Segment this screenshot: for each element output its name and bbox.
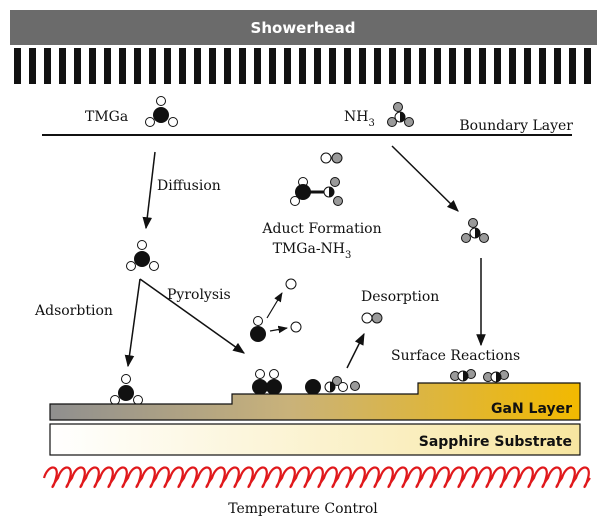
showerhead-nozzle bbox=[164, 48, 171, 84]
showerhead-nozzle bbox=[584, 48, 591, 84]
desorption-arrow bbox=[346, 332, 365, 369]
showerhead-nozzle bbox=[524, 48, 531, 84]
nh3-label-sub: 3 bbox=[368, 118, 374, 129]
gan-layer-label: GaN Layer bbox=[491, 401, 572, 417]
nh3-label: NH3 bbox=[344, 109, 375, 129]
showerhead-nozzle bbox=[554, 48, 561, 84]
showerhead-nozzle bbox=[119, 48, 126, 84]
heater-coil-icon bbox=[42, 466, 591, 489]
showerhead-nozzle bbox=[314, 48, 321, 84]
showerhead-nozzle bbox=[344, 48, 351, 84]
showerhead-nozzle bbox=[74, 48, 81, 84]
boundary-layer-label: Boundary Layer bbox=[459, 118, 573, 134]
pyrolysis-molecule-icon bbox=[250, 316, 266, 342]
adduct-label-line2-main: TMGa-NH bbox=[273, 241, 345, 257]
diffusion-arrow bbox=[142, 151, 156, 230]
showerhead-nozzle bbox=[194, 48, 201, 84]
tmga-label: TMGa bbox=[85, 109, 128, 125]
showerhead: Showerhead bbox=[10, 10, 597, 84]
showerhead-nozzle bbox=[569, 48, 576, 84]
desorbed-molecule-icon bbox=[361, 312, 383, 324]
adsorbed-tmga-molecule-icon bbox=[110, 374, 143, 405]
nh3-label-main: NH bbox=[344, 109, 368, 125]
showerhead-nozzle bbox=[149, 48, 156, 84]
showerhead-nozzle bbox=[89, 48, 96, 84]
showerhead-nozzle bbox=[254, 48, 261, 84]
showerhead-nozzle bbox=[209, 48, 216, 84]
showerhead-label: Showerhead bbox=[251, 19, 356, 37]
showerhead-nozzle bbox=[419, 48, 426, 84]
showerhead-nozzle bbox=[329, 48, 336, 84]
showerhead-nozzle bbox=[179, 48, 186, 84]
pyrolysis-label: Pyrolysis bbox=[167, 287, 231, 303]
methyl-product-icon-1 bbox=[285, 278, 297, 290]
showerhead-nozzle bbox=[284, 48, 291, 84]
diffusion-label: Diffusion bbox=[157, 178, 221, 194]
diffused-tmga-molecule-icon bbox=[126, 240, 159, 271]
gan-layer bbox=[49, 382, 581, 421]
nh3-surface-molecule-icon-2 bbox=[483, 370, 509, 383]
showerhead-nozzle bbox=[224, 48, 231, 84]
showerhead-nozzle bbox=[29, 48, 36, 84]
showerhead-nozzle bbox=[134, 48, 141, 84]
showerhead-nozzle bbox=[389, 48, 396, 84]
diffused-nh3-molecule-icon bbox=[461, 218, 489, 243]
adduct-surface-molecule-icon bbox=[305, 376, 360, 395]
showerhead-nozzle bbox=[464, 48, 471, 84]
adsorption-arrow bbox=[124, 278, 141, 368]
nh3-diffusion-arrow bbox=[391, 145, 459, 212]
showerhead-nozzle bbox=[374, 48, 381, 84]
desorbed-molecule-small-icon bbox=[320, 152, 343, 164]
adduct-label-line2-sub: 3 bbox=[345, 250, 351, 261]
showerhead-nozzle bbox=[14, 48, 21, 84]
showerhead-bar bbox=[10, 10, 597, 45]
showerhead-nozzle bbox=[509, 48, 516, 84]
showerhead-nozzles bbox=[14, 48, 591, 84]
adsorption-label: Adsorbtion bbox=[34, 303, 113, 319]
showerhead-nozzle bbox=[104, 48, 111, 84]
pyrolysis-product-arrow-2 bbox=[269, 325, 288, 334]
showerhead-nozzle bbox=[449, 48, 456, 84]
tmga-molecule-icon bbox=[145, 96, 178, 127]
showerhead-nozzle bbox=[299, 48, 306, 84]
showerhead-nozzle bbox=[404, 48, 411, 84]
showerhead-nozzle bbox=[44, 48, 51, 84]
showerhead-nozzle bbox=[494, 48, 501, 84]
temperature-control-label: Temperature Control bbox=[228, 501, 378, 517]
showerhead-nozzle bbox=[359, 48, 366, 84]
adduct-label-line2: TMGa-NH3 bbox=[273, 241, 352, 261]
nh3-surface-molecule-icon-1 bbox=[450, 369, 476, 382]
nh3-molecule-icon bbox=[387, 102, 414, 127]
methyl-product-icon-2 bbox=[290, 321, 302, 333]
sapphire-substrate bbox=[49, 423, 581, 456]
showerhead-nozzle bbox=[434, 48, 441, 84]
showerhead-nozzle bbox=[269, 48, 276, 84]
showerhead-nozzle bbox=[479, 48, 486, 84]
desorption-label: Desorption bbox=[361, 289, 439, 305]
showerhead-nozzle bbox=[539, 48, 546, 84]
adduct-label-line1: Aduct Formation bbox=[261, 221, 381, 237]
pyrolysis-arrow bbox=[139, 278, 245, 354]
ga-surface-cluster-icon bbox=[252, 369, 282, 395]
showerhead-nozzle bbox=[59, 48, 66, 84]
adduct-molecule-icon bbox=[290, 177, 343, 206]
surface-reactions-label: Surface Reactions bbox=[391, 348, 520, 364]
pyrolysis-product-arrow-1 bbox=[266, 292, 283, 319]
showerhead-nozzle bbox=[239, 48, 246, 84]
substrate-label: Sapphire Substrate bbox=[419, 434, 572, 450]
